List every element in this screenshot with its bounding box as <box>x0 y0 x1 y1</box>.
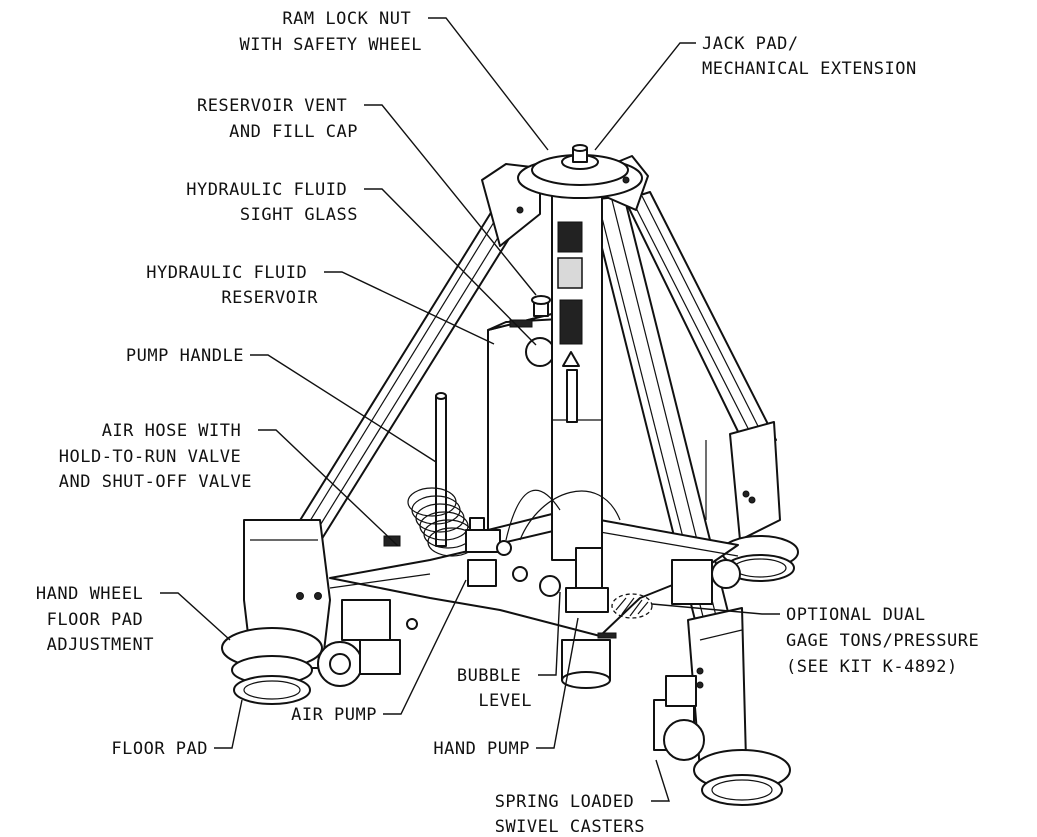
air-hose-coil <box>383 487 501 557</box>
base-plate <box>329 519 739 639</box>
label-pump-handle: PUMP HANDLE <box>126 346 244 366</box>
pump-fittings <box>467 489 653 619</box>
label-air-pump: AIR PUMP <box>291 705 377 725</box>
label-sight-glass: HYDRAULIC FLUID SIGHT GLASS <box>186 180 358 225</box>
label-ram-lock-nut: RAM LOCK NUT WITH SAFETY WHEEL <box>240 9 423 55</box>
label-floor-pad: FLOOR PAD <box>111 739 208 759</box>
label-casters: SPRING LOADED SWIVEL CASTERS <box>495 792 645 837</box>
label-reservoir: HYDRAULIC FLUID RESERVOIR <box>146 263 318 308</box>
pump-handle-part <box>435 392 447 547</box>
callout-labels: RAM LOCK NUT WITH SAFETY WHEEL JACK PAD/… <box>36 9 990 837</box>
rear-caster <box>317 599 418 687</box>
label-hand-wheel: HAND WHEEL FLOOR PAD ADJUSTMENT <box>36 584 154 655</box>
tripod-jack-drawing <box>221 144 799 806</box>
front-caster <box>653 675 705 761</box>
label-jack-pad: JACK PAD/ MECHANICAL EXTENSION <box>702 34 917 79</box>
label-bubble-level: BUBBLE LEVEL <box>457 666 532 711</box>
leg-right <box>624 191 799 582</box>
left-floor-pad <box>221 627 323 705</box>
leader-lines <box>160 17 780 802</box>
label-optional-gage: OPTIONAL DUAL GAGE TONS/PRESSURE (SEE KI… <box>786 605 990 677</box>
label-hand-pump: HAND PUMP <box>433 739 530 759</box>
optional-gage-marker <box>611 593 653 619</box>
right-caster <box>671 559 741 605</box>
top-head <box>481 144 649 247</box>
label-reservoir-vent: RESERVOIR VENT AND FILL CAP <box>197 96 358 142</box>
label-air-hose: AIR HOSE WITH HOLD-TO-RUN VALVE AND SHUT… <box>59 421 252 492</box>
ram-cylinder <box>551 179 611 689</box>
